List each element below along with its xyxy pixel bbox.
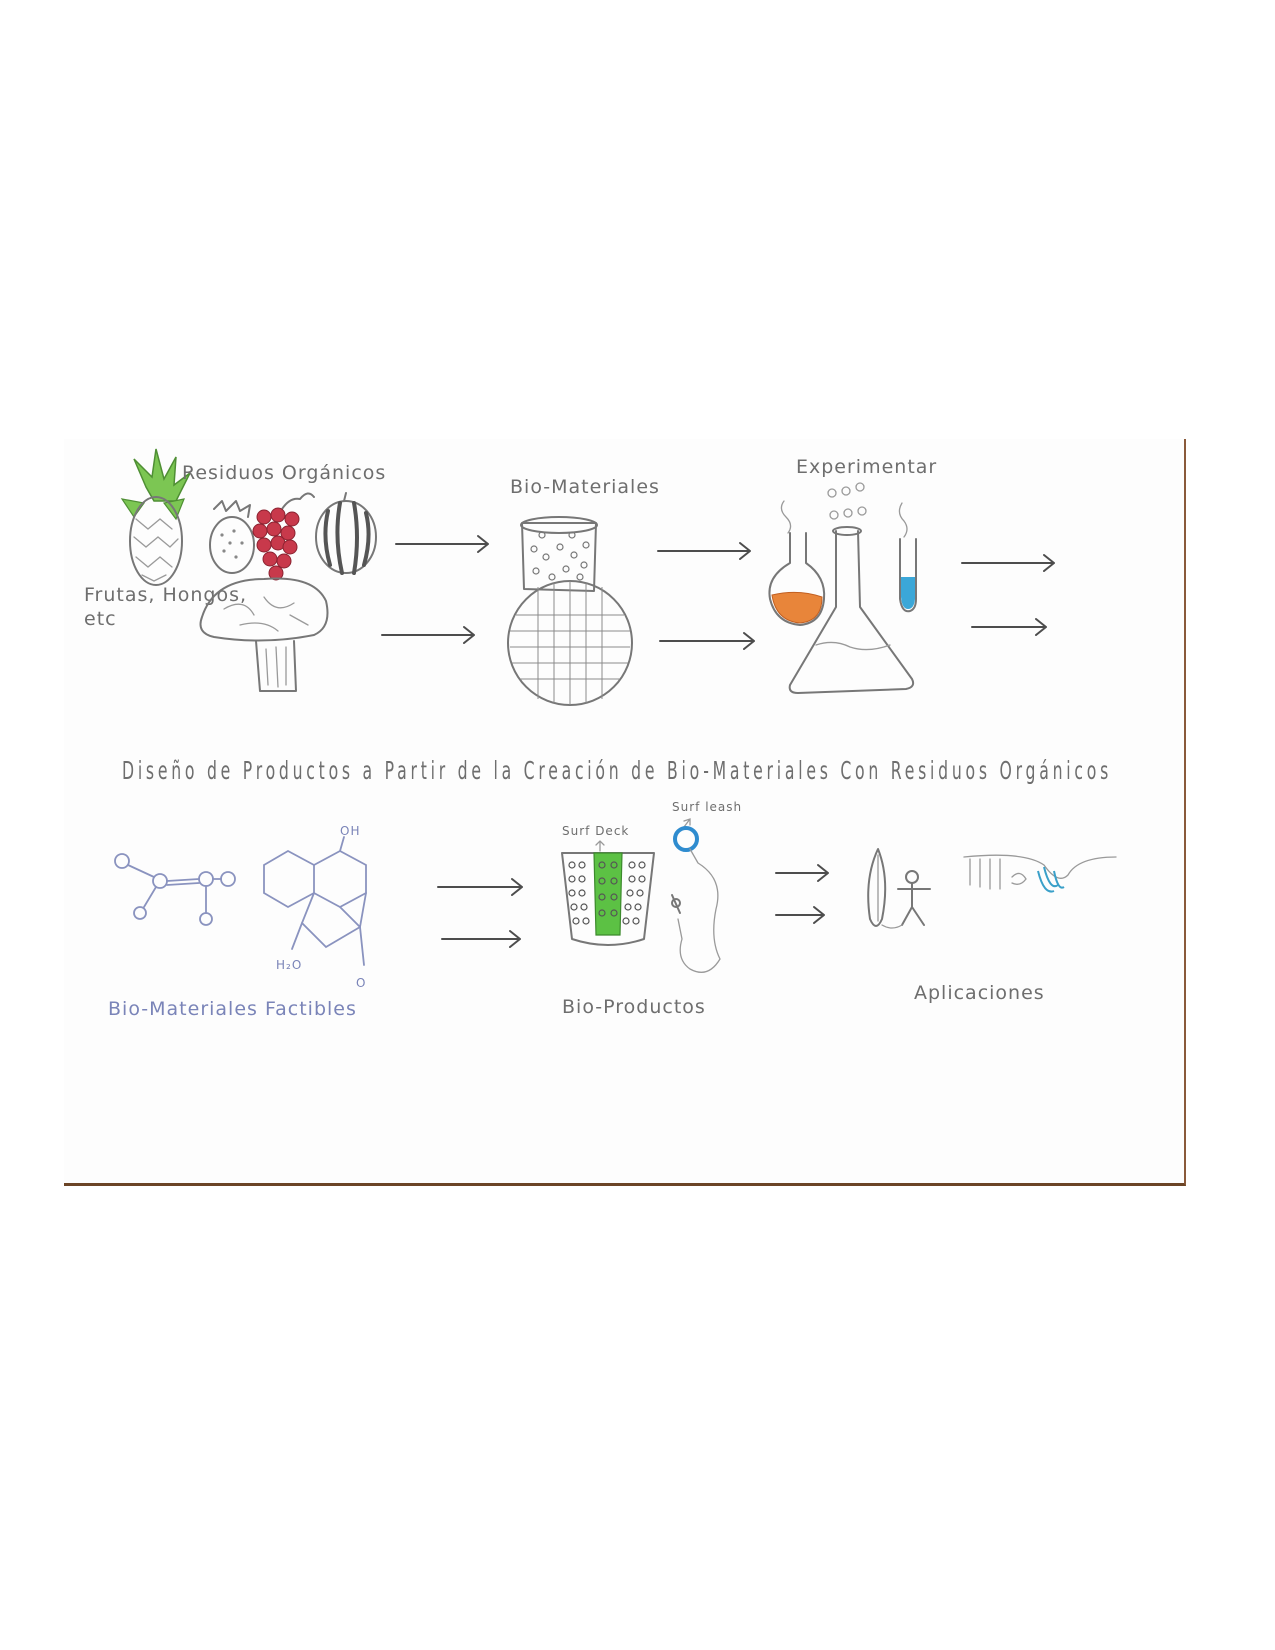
biomateriales-label: Bio-Materiales	[510, 476, 660, 498]
stick-figure-icon	[881, 870, 931, 929]
surf-leash-label: Surf leash	[672, 800, 742, 814]
experimentar-label: Experimentar	[796, 456, 937, 478]
arrow-factibles-bottom	[441, 930, 521, 948]
arrow-products-bottom	[775, 906, 825, 924]
molecule-icon	[114, 853, 236, 926]
residuos-label: Residuos Orgánicos	[182, 462, 386, 484]
surfboard-icon	[867, 848, 887, 927]
surf-deck-icon	[561, 852, 655, 946]
erlenmeyer-flask-icon	[788, 526, 915, 694]
arrow-block-to-lab	[657, 542, 751, 560]
melon-icon	[315, 492, 377, 575]
berries-icon	[252, 492, 315, 581]
factibles-label: Bio-Materiales Factibles	[108, 998, 357, 1020]
hexagon-molecule-icon	[263, 836, 367, 966]
diagram-title: Diseño de Productos a Partir de la Creac…	[122, 756, 1112, 785]
frutas-label-line2: etc	[84, 608, 117, 630]
bioproductos-label: Bio-Productos	[562, 996, 706, 1018]
arrow-disc-to-lab	[659, 632, 755, 650]
diagram-canvas: Residuos Orgánicos Frutas, Hongos, etc	[84, 448, 1117, 1020]
biomaterial-disc-icon	[507, 580, 633, 706]
surf-leash-icon	[671, 826, 721, 973]
aplicaciones-label: Aplicaciones	[914, 982, 1045, 1004]
arrow-mushroom-to-disc	[381, 626, 475, 644]
sketch-paper: Residuos Orgánicos Frutas, Hongos, etc	[64, 439, 1186, 1186]
arrow-lab-top-right	[961, 554, 1055, 572]
wave-icon	[963, 854, 1117, 893]
arrow-residuos-to-block	[395, 535, 489, 553]
arrow-lab-bottom-right	[971, 618, 1047, 636]
molecule-o-label: O	[356, 976, 366, 990]
round-flask-icon	[768, 500, 826, 626]
mushroom-icon	[199, 577, 329, 692]
bubbles-icon	[827, 482, 867, 520]
frutas-label-line1: Frutas, Hongos,	[84, 584, 247, 606]
surf-deck-label: Surf Deck	[562, 824, 629, 838]
pineapple-icon	[120, 448, 191, 586]
dragonfruit-icon	[209, 500, 255, 574]
biomaterial-block-icon	[520, 516, 598, 592]
arrow-products-top	[775, 864, 829, 882]
molecule-h2o-label: H₂O	[276, 958, 302, 972]
arrow-factibles-top	[437, 878, 523, 896]
test-tube-icon	[898, 502, 917, 613]
molecule-oh-label: OH	[340, 824, 360, 838]
